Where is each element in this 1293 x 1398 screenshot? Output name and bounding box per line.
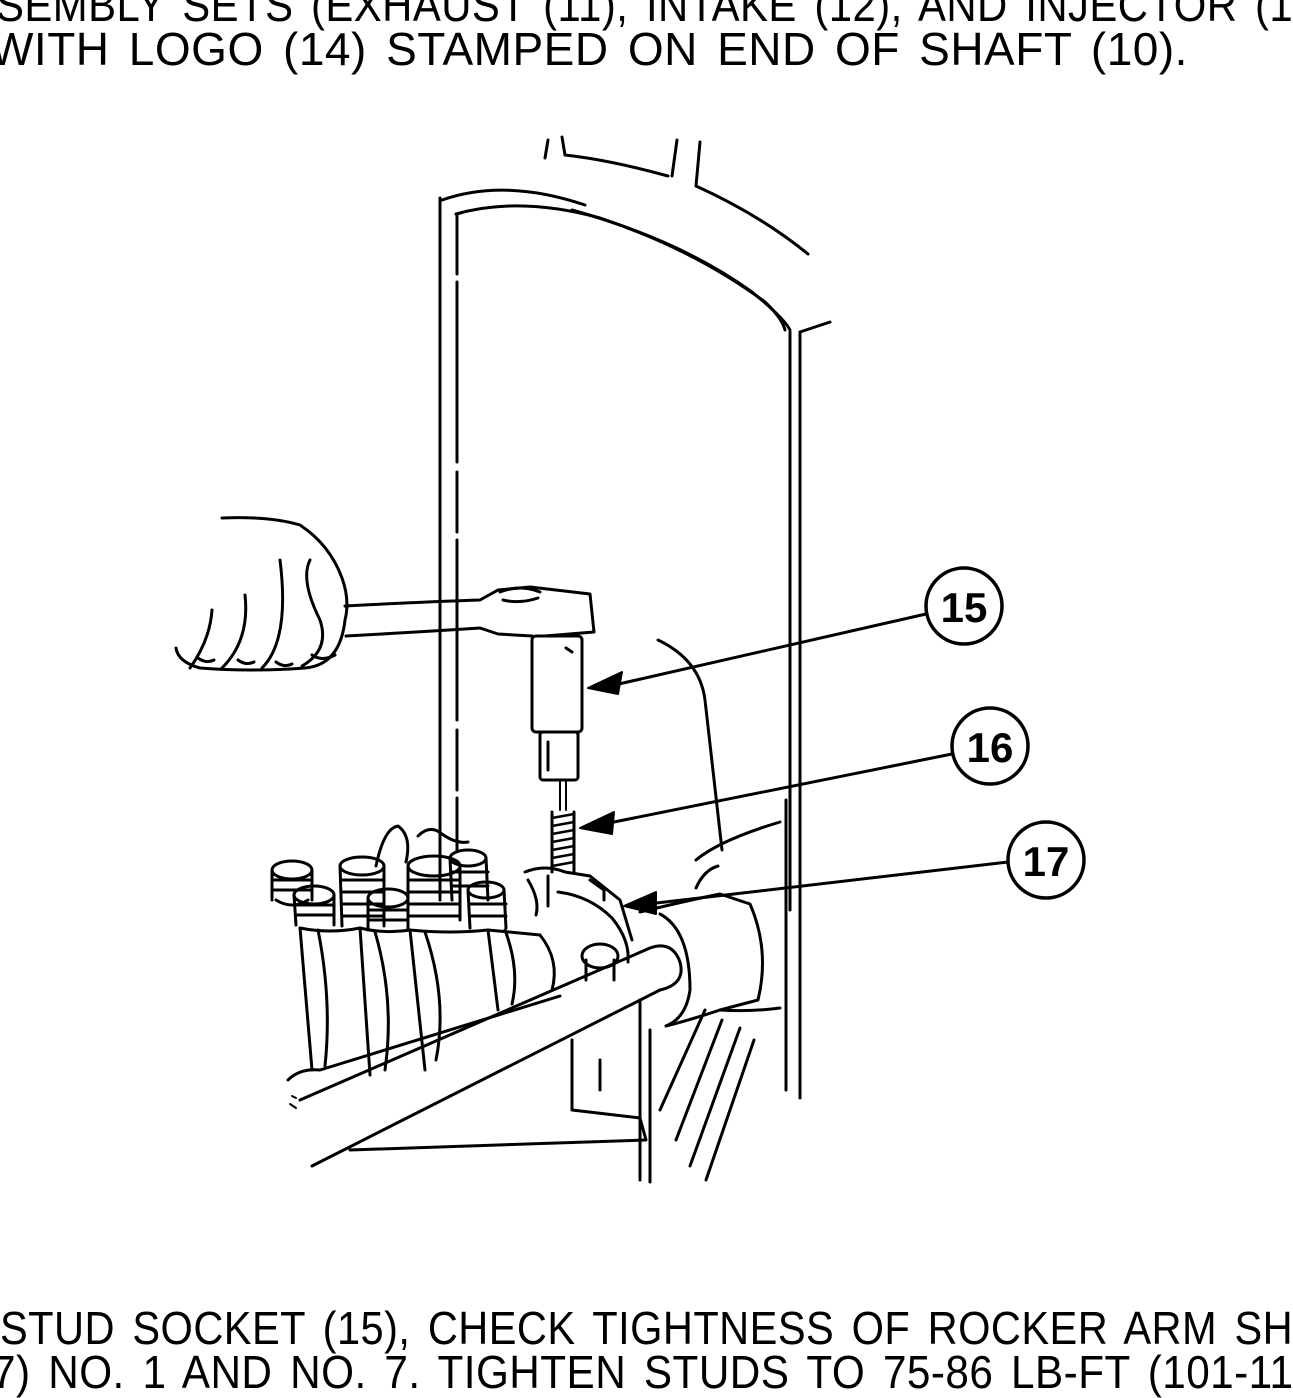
hand-icon	[174, 516, 349, 672]
callout-16: 16	[579, 706, 1030, 835]
instruction-text-top-2: WITH LOGO (14) STAMPED ON END OF SHAFT (…	[0, 23, 1188, 75]
callout-15-label: 15	[941, 584, 988, 631]
instruction-text-top-1: SEMBLY SETS (EXHAUST (11), INTAKE (12), …	[0, 0, 1293, 31]
engine-frame-outline	[438, 135, 832, 1100]
instruction-text-bottom-2: 7) NO. 1 AND NO. 7. TIGHTEN STUDS TO 75-…	[0, 1346, 1293, 1398]
ratchet-wrench-icon	[343, 585, 596, 811]
callout-15: 15	[587, 566, 1004, 695]
callout-16-label: 16	[967, 724, 1014, 771]
callout-17-label: 17	[1023, 838, 1070, 885]
instruction-text-bottom-1: STUD SOCKET (15), CHECK TIGHTNESS OF ROC…	[0, 1302, 1293, 1354]
stud-icon	[550, 810, 576, 874]
rocker-arm-assembly-icon	[270, 638, 782, 1184]
callout-17: 17	[623, 820, 1086, 915]
